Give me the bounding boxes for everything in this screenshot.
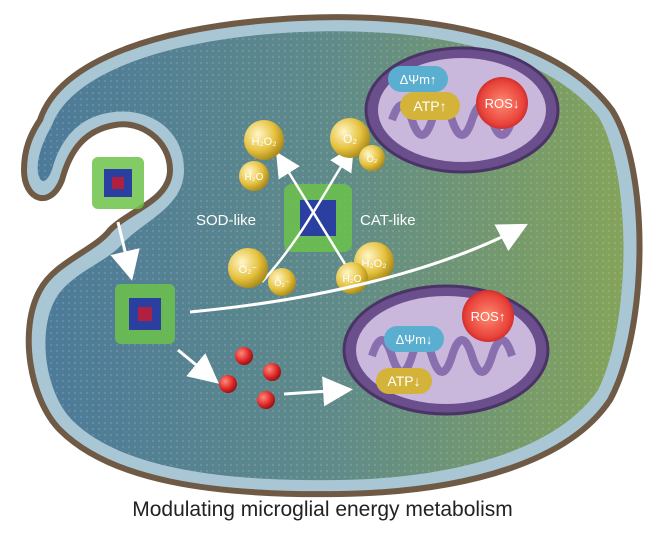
nanozyme-endocytosis [92, 157, 144, 209]
molecule-o2-small-top: O₂ [359, 145, 385, 171]
mitochondrion-healthy: ΔΨm↑ ATP↑ ROS↓ [364, 46, 560, 174]
svg-text:H₂O₂: H₂O₂ [361, 258, 386, 270]
svg-text:ATP↓: ATP↓ [387, 373, 420, 389]
atp-badge-damaged: ATP↓ [376, 368, 432, 394]
cat-like-label: CAT-like [360, 212, 416, 229]
molecule-o2-top: O₂ [330, 118, 370, 158]
ros-badge-damaged: ROS↑ [462, 290, 514, 342]
arrow-to-particles [177, 348, 219, 384]
svg-text:H₂O: H₂O [245, 172, 264, 183]
svg-text:O₂: O₂ [367, 154, 378, 164]
uptake-arrow [110, 221, 140, 281]
molecule-superoxide-2: O₂⁻ [268, 268, 296, 296]
svg-text:ROS↑: ROS↑ [471, 309, 506, 324]
ros-particles [219, 347, 281, 409]
svg-text:O₂⁻: O₂⁻ [239, 264, 258, 276]
svg-text:ROS↓: ROS↓ [485, 96, 520, 111]
membrane-potential-badge-damaged: ΔΨm↓ [384, 326, 444, 352]
sod-like-label: SOD-like [196, 212, 256, 229]
molecule-h2o-top: H₂O [239, 161, 269, 191]
svg-text:ΔΨm↑: ΔΨm↑ [400, 72, 437, 87]
svg-text:ATP↑: ATP↑ [413, 98, 446, 114]
mitochondrion-damaged: ROS↑ ΔΨm↓ ATP↓ [342, 284, 550, 416]
svg-text:H₂O₂: H₂O₂ [251, 136, 276, 148]
arrow-to-healthy-mito [189, 223, 528, 314]
atp-badge-healthy: ATP↑ [400, 92, 460, 120]
nanozyme-internalized [115, 284, 175, 344]
svg-text:H₂O: H₂O [343, 274, 362, 285]
svg-text:ΔΨm↓: ΔΨm↓ [396, 332, 433, 347]
molecule-h2o2-top: H₂O₂ [244, 120, 284, 160]
ros-badge-healthy: ROS↓ [476, 77, 528, 129]
membrane-potential-badge-healthy: ΔΨm↑ [388, 66, 448, 92]
svg-text:O₂: O₂ [343, 132, 357, 146]
figure-caption: Modulating microglial energy metabolism [132, 498, 513, 521]
svg-text:O₂⁻: O₂⁻ [274, 278, 289, 288]
molecule-superoxide-1: O₂⁻ [228, 248, 268, 288]
arrow-to-damaged-mito [283, 376, 353, 407]
sod-arrow [261, 145, 354, 283]
